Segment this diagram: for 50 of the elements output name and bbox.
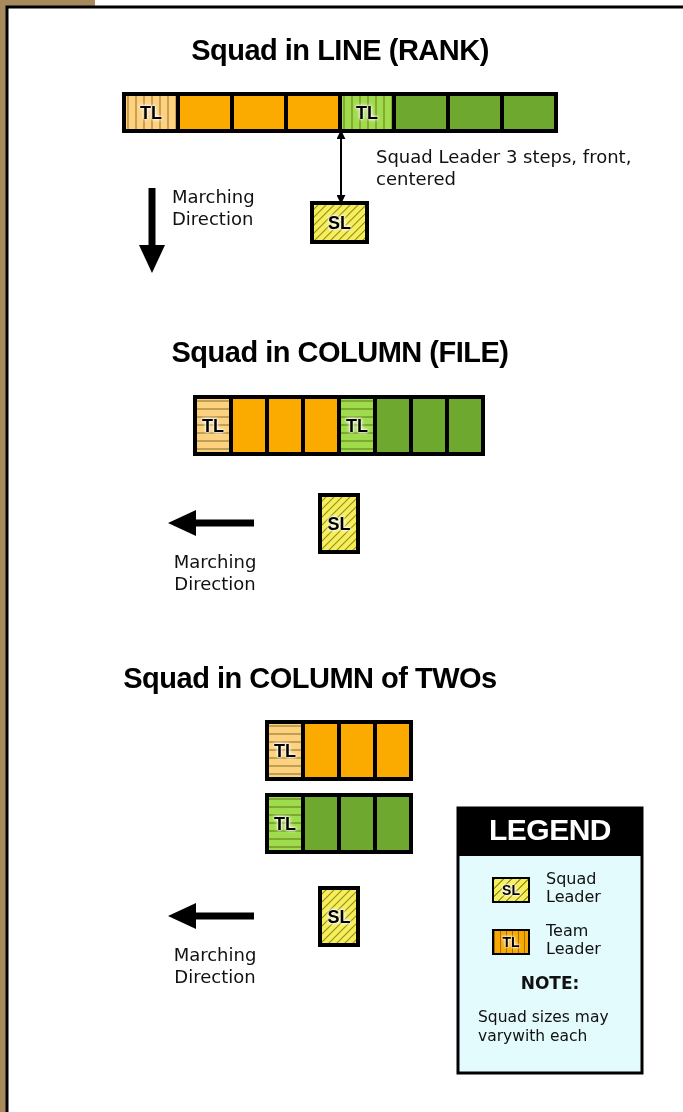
role-code: TL — [273, 814, 297, 833]
role-code: SL — [327, 213, 352, 232]
role-code: TL — [273, 741, 297, 760]
role-code: TL — [201, 416, 225, 435]
direction-label: Marching Direction — [172, 186, 256, 230]
squad-member-box — [339, 722, 375, 779]
role-code: TL — [355, 103, 379, 122]
legend-label: Squad Leader — [546, 870, 602, 906]
squad-member-box — [339, 795, 375, 852]
section-heading: Squad in COLUMN (FILE) — [170, 336, 510, 369]
squad-member-box — [394, 94, 448, 131]
squad-leader-box — [320, 495, 358, 552]
section-heading: Squad in COLUMN of TWOs — [122, 662, 498, 695]
squad-member-box — [286, 94, 340, 131]
role-code: SL — [326, 514, 352, 533]
squad-member-box — [303, 397, 339, 454]
team-leader-box — [267, 795, 303, 852]
note-heading: NOTE: — [519, 973, 581, 994]
squad-member-box — [232, 94, 286, 131]
squad-member-box — [502, 94, 556, 131]
role-code: SL — [326, 907, 352, 926]
note-text: Squad sizes may varywith each — [478, 1008, 610, 1046]
team-leader-box — [267, 722, 303, 779]
team-leader-box — [340, 94, 394, 131]
squad-member-box — [447, 397, 483, 454]
squad-member-box — [375, 795, 411, 852]
squad-member-box — [375, 722, 411, 779]
squad-member-box — [231, 397, 267, 454]
squad-member-box — [411, 397, 447, 454]
role-code: SL — [501, 883, 521, 897]
squad-leader-box — [320, 888, 358, 945]
team-leader-box — [195, 397, 231, 454]
squad-member-box — [448, 94, 502, 131]
squad-member-box — [267, 397, 303, 454]
squad-member-box — [303, 795, 339, 852]
role-code: TL — [139, 103, 163, 122]
squad-member-box — [303, 722, 339, 779]
team-leader-box — [124, 94, 178, 131]
squad-member-box — [178, 94, 232, 131]
team-leader-box — [339, 397, 375, 454]
squad-leader-box — [312, 203, 367, 242]
section-heading: Squad in LINE (RANK) — [190, 34, 490, 67]
direction-label: Marching Direction — [172, 944, 258, 988]
legend-label: Team Leader — [546, 922, 602, 958]
legend-heading: LEGEND — [488, 813, 612, 847]
double-arrow — [336, 130, 346, 204]
role-code: TL — [501, 935, 521, 949]
direction-label: Marching Direction — [172, 551, 258, 595]
squad-member-box — [375, 397, 411, 454]
role-code: TL — [345, 416, 369, 435]
